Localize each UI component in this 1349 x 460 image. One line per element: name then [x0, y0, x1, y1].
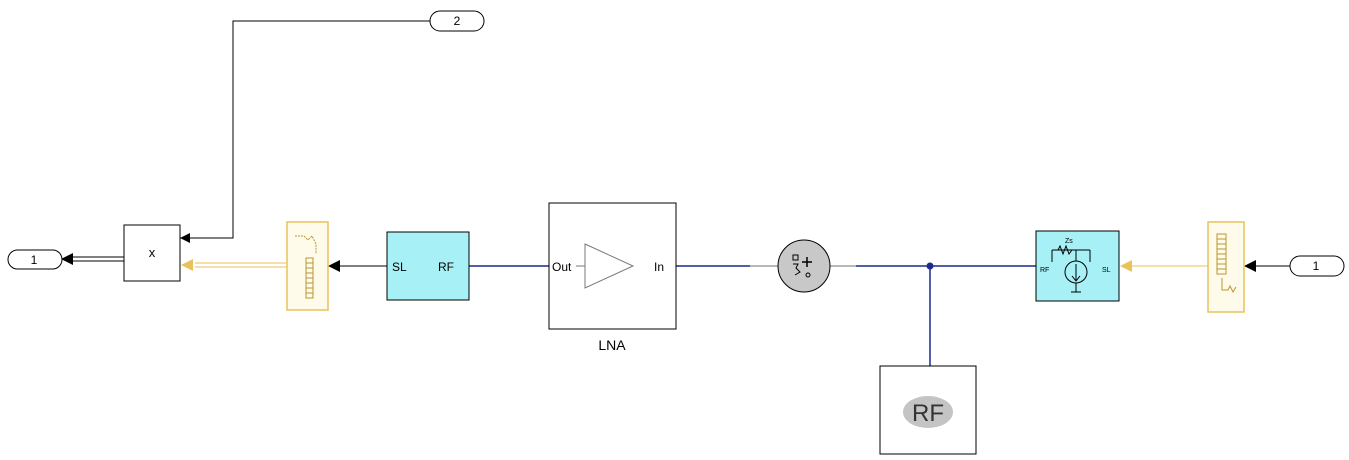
arrowhead-unbuffer-in	[328, 260, 340, 272]
inport-1-number: 1	[1313, 259, 1320, 273]
config-rf-label: RF	[912, 400, 944, 427]
arrowhead-buffer-in	[1244, 260, 1256, 272]
product-block[interactable]: x	[123, 224, 181, 282]
lna-out-port-label: Out	[552, 260, 572, 274]
rf-configuration-block[interactable]: RF	[879, 365, 977, 455]
rf-current-source-block[interactable]: Zs RF SL	[1035, 230, 1120, 302]
rf-to-sl-converter-block[interactable]: SL RF	[386, 231, 470, 301]
converter-sl-port-label: SL	[392, 260, 407, 274]
lna-block-name: LNA	[598, 337, 626, 353]
converter-rf-port-label: RF	[438, 260, 454, 274]
arrowhead-product-in1	[180, 233, 190, 243]
inport-1[interactable]: 1	[1289, 255, 1345, 277]
noise-generator-icon	[792, 254, 812, 278]
product-symbol: x	[149, 245, 156, 260]
arrowhead-source-in	[1120, 260, 1132, 272]
signal-line-product-to-out2[interactable]	[180, 20, 430, 239]
source-rf-port-label: RF	[1040, 267, 1049, 274]
source-zs-label: Zs	[1065, 238, 1073, 245]
lna-in-port-label: In	[654, 260, 664, 274]
arrowhead-product-in2	[181, 259, 193, 271]
outport-1[interactable]: 1	[7, 249, 63, 270]
outport-1-number: 1	[31, 253, 38, 267]
outport-2-number: 2	[454, 14, 461, 28]
lna-block[interactable]: Out In	[548, 202, 677, 330]
current-source-icon	[1051, 244, 1091, 293]
outport-2[interactable]: 2	[429, 10, 485, 32]
buffer-icon	[1216, 233, 1237, 294]
rf-branch-point	[926, 262, 934, 270]
unbuffer-icon	[295, 235, 317, 299]
config-rf-oval	[903, 396, 953, 428]
unbuffer-block[interactable]	[286, 221, 329, 311]
arrowhead-out1	[61, 253, 73, 265]
noise-block[interactable]	[777, 239, 831, 293]
buffer-block[interactable]	[1207, 221, 1245, 313]
source-sl-port-label: SL	[1102, 267, 1111, 274]
